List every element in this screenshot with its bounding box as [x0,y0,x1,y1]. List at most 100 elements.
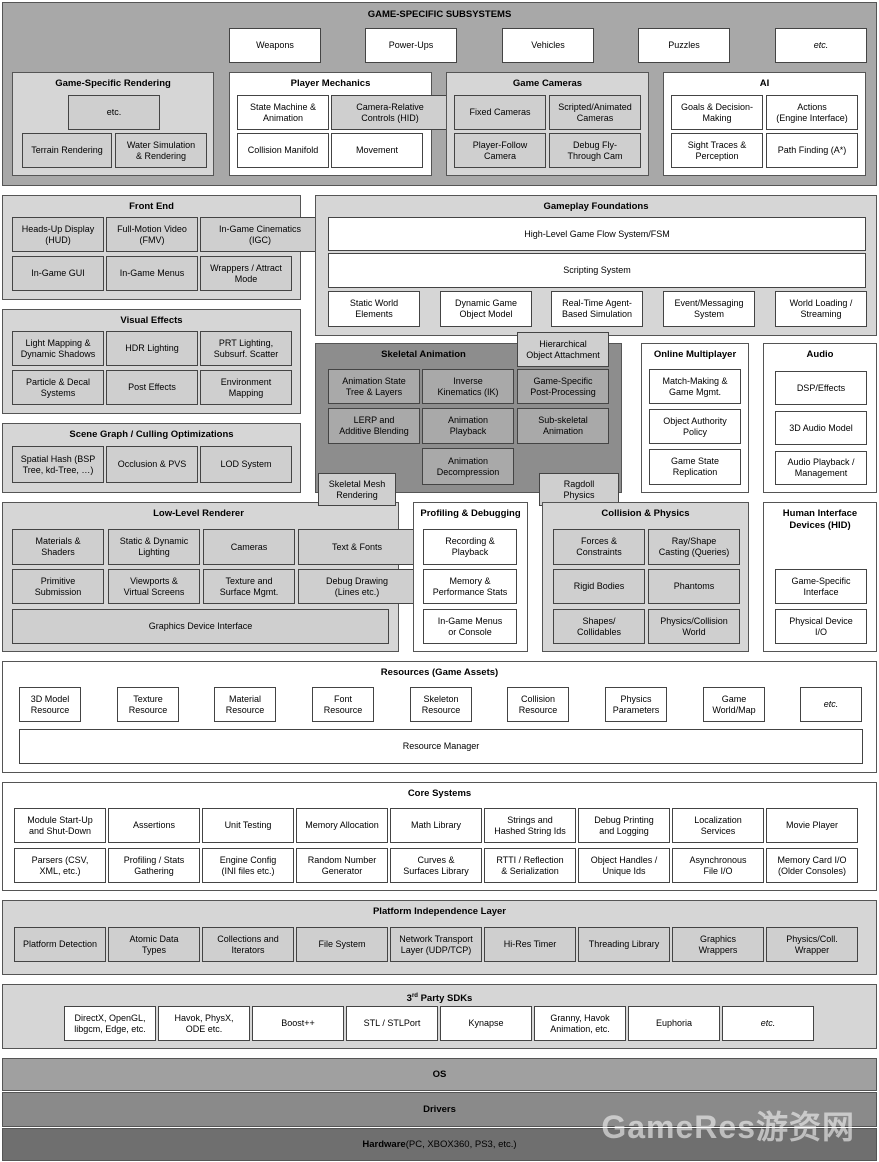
physics-parameters-box: Physics Parameters [605,687,667,722]
memory-performance-stats-box: Memory & Performance Stats [423,569,517,604]
dsp-effects-box: DSP/Effects [775,371,867,405]
shapes-collidables-box: Shapes/ Collidables [553,609,645,644]
hardware-detail: (PC, XBOX360, PS3, etc.) [405,1139,517,1150]
in-game-gui-box: In-Game GUI [12,256,104,291]
in-game-menus-box: In-Game Menus [106,256,198,291]
hid-title: Human Interface Devices (HID) [782,508,858,531]
event-messaging-system-box: Event/Messaging System [663,291,755,327]
third-party-sdks-title: 3rd Party SDKs [406,993,473,1005]
debug-fly-through-cam-box: Debug Fly- Through Cam [549,133,641,168]
in-game-menus-console-box: In-Game Menus or Console [423,609,517,644]
hud-box: Heads-Up Display (HUD) [12,217,104,252]
occlusion-pvs-box: Occlusion & PVS [106,446,198,483]
movement-box: Movement [331,133,423,168]
world-loading-streaming-box: World Loading / Streaming [775,291,867,327]
rendering-etc-box: etc. [68,95,160,130]
texture-surface-mgmt-box: Texture and Surface Mgmt. [203,569,295,604]
assertions-box: Assertions [108,808,200,843]
boost-box: Boost++ [252,1006,344,1041]
drivers-label: Drivers [423,1104,456,1115]
curves-surfaces-library-box: Curves & Surfaces Library [390,848,482,883]
weapons-box: Weapons [229,28,321,63]
scene-graph-title: Scene Graph / Culling Optimizations [69,429,234,440]
collections-iterators-box: Collections and Iterators [202,927,294,962]
movie-player-box: Movie Player [766,808,858,843]
texture-resource-box: Texture Resource [117,687,179,722]
fixed-cameras-box: Fixed Cameras [454,95,546,130]
dynamic-game-object-model-box: Dynamic Game Object Model [440,291,532,327]
forces-constraints-box: Forces & Constraints [553,529,645,565]
power-ups-box: Power-Ups [365,28,457,63]
gameplay-foundations-title: Gameplay Foundations [543,201,649,212]
animation-decompression-box: Animation Decompression [422,448,514,485]
profiling-debugging-title: Profiling & Debugging [420,508,521,519]
phantoms-box: Phantoms [648,569,740,604]
collision-manifold-box: Collision Manifold [237,133,329,168]
static-world-elements-box: Static World Elements [328,291,420,327]
scripting-system-box: Scripting System [328,253,866,288]
physics-collision-world-box: Physics/Collision World [648,609,740,644]
front-end-title: Front End [129,201,174,212]
animation-state-tree-box: Animation State Tree & Layers [328,369,420,404]
visual-effects-title: Visual Effects [120,315,183,326]
static-dynamic-lighting-box: Static & Dynamic Lighting [108,529,200,565]
game-state-replication-box: Game State Replication [649,449,741,485]
cameras-box: Cameras [203,529,295,565]
low-level-renderer-title: Low-Level Renderer [153,508,244,519]
ai-title: AI [759,78,770,89]
game-cameras-title: Game Cameras [512,78,583,89]
animation-playback-box: Animation Playback [422,408,514,444]
platform-independence-title: Platform Independence Layer [372,906,507,917]
core-systems-title: Core Systems [407,788,472,799]
atomic-data-types-box: Atomic Data Types [108,927,200,962]
game-specific-subsystems-title: GAME-SPECIFIC SUBSYSTEMS [367,9,512,20]
sight-traces-perception-box: Sight Traces & Perception [671,133,763,168]
path-finding-box: Path Finding (A*) [766,133,858,168]
physics-coll-wrapper-box: Physics/Coll. Wrapper [766,927,858,962]
resources-etc-box: etc. [800,687,862,722]
graphics-wrappers-box: Graphics Wrappers [672,927,764,962]
kynapse-box: Kynapse [440,1006,532,1041]
hdr-lighting-box: HDR Lighting [106,331,198,366]
terrain-rendering-box: Terrain Rendering [22,133,112,168]
lod-system-box: LOD System [200,446,292,483]
havok-physx-box: Havok, PhysX, ODE etc. [158,1006,250,1041]
math-library-box: Math Library [390,808,482,843]
vehicles-box: Vehicles [502,28,594,63]
post-effects-box: Post Effects [106,370,198,405]
text-fonts-box: Text & Fonts [298,529,416,565]
platform-detection-box: Platform Detection [14,927,106,962]
game-specific-interface-box: Game-Specific Interface [775,569,867,604]
player-follow-camera-box: Player-Follow Camera [454,133,546,168]
unit-testing-box: Unit Testing [202,808,294,843]
object-authority-policy-box: Object Authority Policy [649,409,741,444]
audio-title: Audio [806,349,834,360]
debug-drawing-box: Debug Drawing (Lines etc.) [298,569,416,604]
parsers-box: Parsers (CSV, XML, etc.) [14,848,106,883]
3d-model-resource-box: 3D Model Resource [19,687,81,722]
high-level-game-flow-box: High-Level Game Flow System/FSM [328,217,866,251]
game-specific-rendering-title: Game-Specific Rendering [55,78,171,89]
collision-physics-title: Collision & Physics [601,508,690,519]
async-file-io-box: Asynchronous File I/O [672,848,764,883]
fmv-box: Full-Motion Video (FMV) [106,217,198,252]
euphoria-box: Euphoria [628,1006,720,1041]
memory-allocation-box: Memory Allocation [296,808,388,843]
engine-config-box: Engine Config (INI files etc.) [202,848,294,883]
collision-resource-box: Collision Resource [507,687,569,722]
hardware-label: Hardware [362,1139,406,1150]
camera-relative-controls-box: Camera-Relative Controls (HID) [331,95,449,130]
memory-card-io-box: Memory Card I/O (Older Consoles) [766,848,858,883]
rigid-bodies-box: Rigid Bodies [553,569,645,604]
strings-hashed-ids-box: Strings and Hashed String Ids [484,808,576,843]
sdks-etc-box: etc. [722,1006,814,1041]
environment-mapping-box: Environment Mapping [200,370,292,405]
primitive-submission-box: Primitive Submission [12,569,104,604]
light-mapping-box: Light Mapping & Dynamic Shadows [12,331,104,366]
network-transport-layer-box: Network Transport Layer (UDP/TCP) [390,927,482,962]
hierarchical-object-attachment-box: Hierarchical Object Attachment [517,332,609,367]
skeleton-resource-box: Skeleton Resource [410,687,472,722]
file-system-box: File System [296,927,388,962]
localization-services-box: Localization Services [672,808,764,843]
hi-res-timer-box: Hi-Res Timer [484,927,576,962]
